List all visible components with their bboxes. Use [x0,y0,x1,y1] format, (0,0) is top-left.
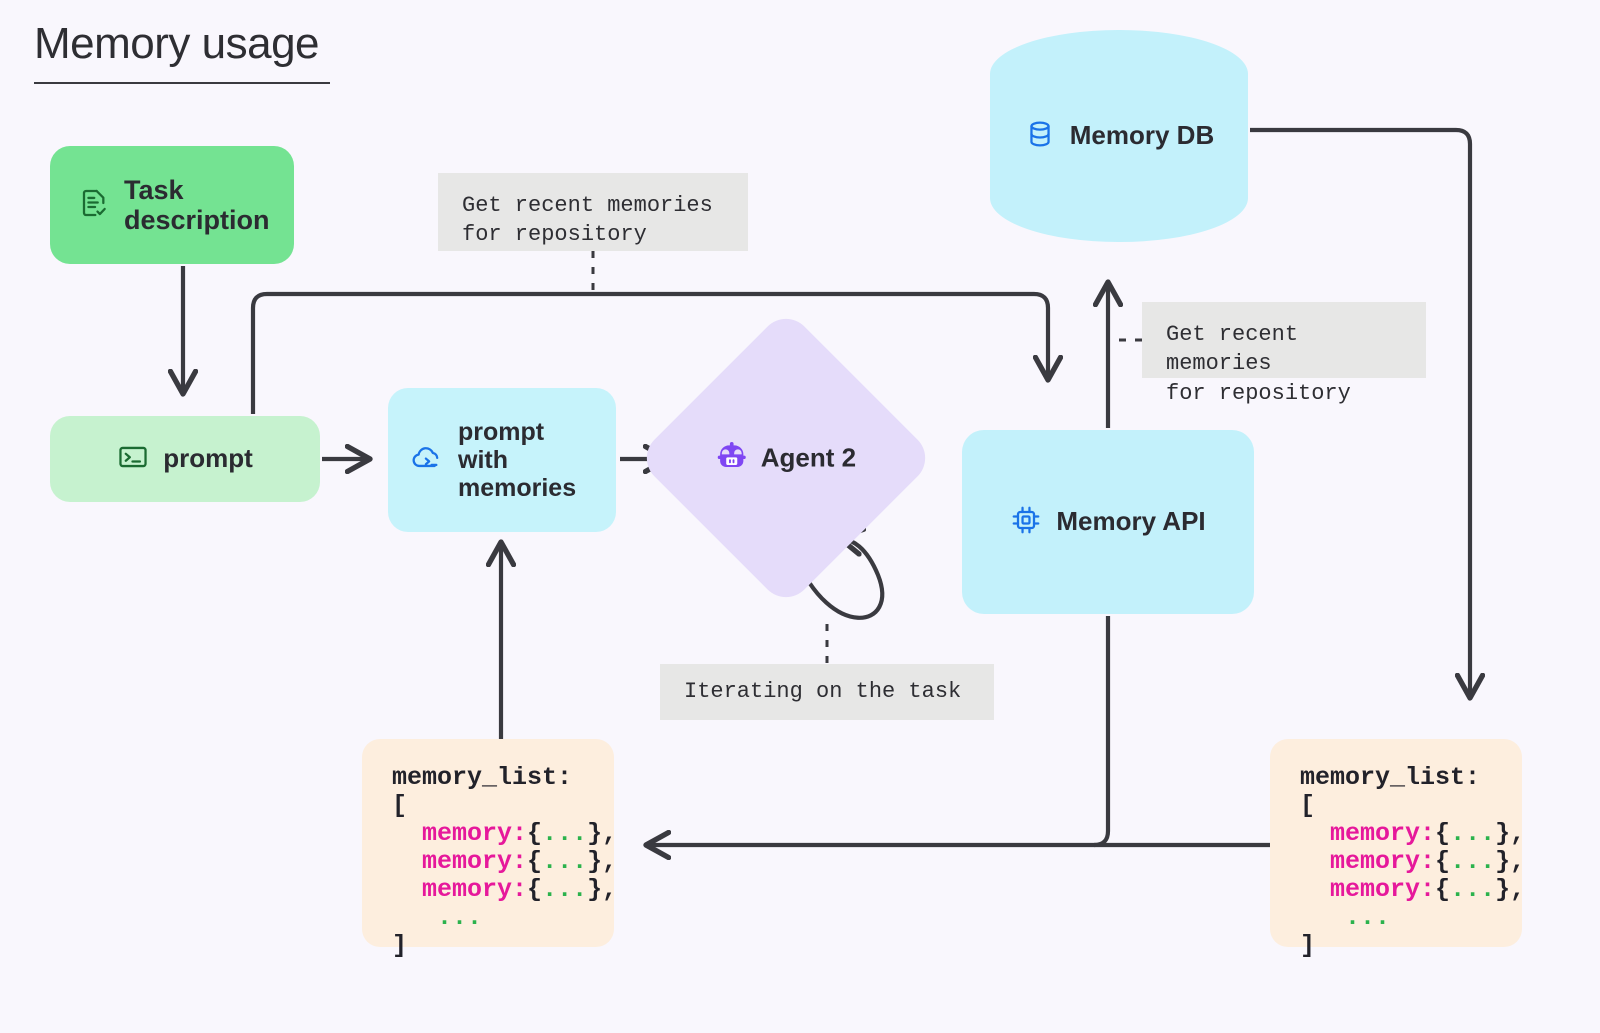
code-entry-dots: ... [1450,819,1496,848]
code-entry: memory:{...}, [1300,875,1525,905]
terminal-icon [117,441,149,478]
code-open-bracket: [ [392,791,408,820]
cloud-terminal-icon [410,441,444,480]
code-ellipsis: ... [1345,903,1391,932]
code-entry-close: }, [1495,819,1526,848]
node-prompt[interactable]: prompt [50,416,320,502]
edge-prompt-to-memory-api [250,291,1048,414]
node-label: prompt with memories [458,418,577,502]
note-get-recent-memories-right: Get recent memories for repository [1142,302,1426,406]
code-title: memory_list: [392,763,573,792]
note-get-recent-memories-top: Get recent memories for repository [438,173,748,251]
code-entry-dots: ... [542,875,588,904]
code-entry: memory:{...}, [1300,847,1525,877]
code-entry-key: memory: [422,847,528,876]
code-entry-close: }, [587,847,618,876]
code-entry-dots: ... [542,819,588,848]
code-entry-key: memory: [1330,847,1436,876]
code-entry-open: { [1435,847,1451,876]
code-ellipsis: ... [437,903,483,932]
code-entry-open: { [1435,875,1451,904]
code-entry-close: }, [1495,875,1526,904]
code-entry-dots: ... [1450,875,1496,904]
node-task-description[interactable]: Task description [50,146,294,264]
node-label: Task description [124,174,270,235]
code-entry: memory:{...}, [392,875,617,905]
code-close-bracket: ] [1300,931,1316,960]
code-entry-dots: ... [542,847,588,876]
code-block-memory-list-left: memory_list: [ memory:{...}, memory:{...… [362,739,617,958]
note-iterating-on-the-task: Iterating on the task [660,664,994,720]
code-entry-open: { [527,847,543,876]
document-check-icon [78,187,110,224]
node-memory-db[interactable]: Memory DB [990,30,1248,242]
database-icon [1024,118,1056,155]
node-label: Memory DB [1069,120,1215,151]
code-block-memory-list-right: memory_list: [ memory:{...}, memory:{...… [1270,739,1525,958]
chip-icon [1010,504,1042,541]
code-entry-key: memory: [1330,875,1436,904]
code-entry-open: { [527,875,543,904]
code-entry-dots: ... [1450,847,1496,876]
edge-db-to-code-right [1250,127,1470,696]
code-entry-close: }, [1495,847,1526,876]
code-entry: memory:{...}, [1300,819,1525,849]
code-ellipsis-line: ... [1300,905,1492,933]
code-title: memory_list: [1300,763,1481,792]
node-label: Memory API [1056,506,1206,537]
code-entry-key: memory: [1330,819,1436,848]
node-label: prompt [163,443,253,474]
node-agent-2[interactable]: Agent 2 [636,308,936,608]
code-entry: memory:{...}, [392,847,617,877]
code-entry-close: }, [587,819,618,848]
node-memory-api[interactable]: Memory API [962,430,1254,614]
node-label: Agent 2 [761,442,857,473]
robot-icon [715,439,749,478]
code-ellipsis-line: ... [392,905,584,933]
node-prompt-with-memories[interactable]: prompt with memories [388,388,616,532]
code-entry-key: memory: [422,819,528,848]
code-entry-key: memory: [422,875,528,904]
code-entry-open: { [527,819,543,848]
code-open-bracket: [ [1300,791,1316,820]
edge-memory-api-down-branch [1093,616,1111,848]
code-entry: memory:{...}, [392,819,617,849]
code-entry-close: }, [587,875,618,904]
code-close-bracket: ] [392,931,408,960]
title-underline [34,82,330,84]
page-title: Memory usage [34,19,320,68]
code-entry-open: { [1435,819,1451,848]
